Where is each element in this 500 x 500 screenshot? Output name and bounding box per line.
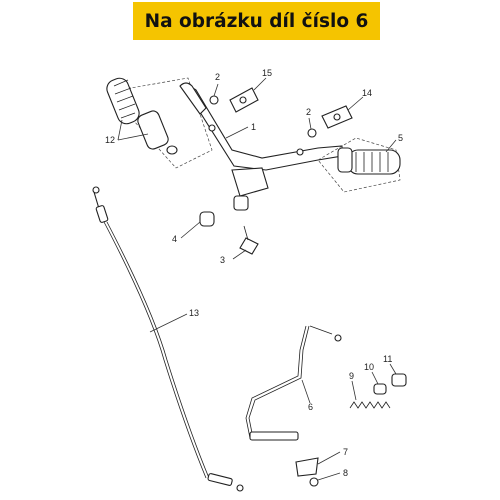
spring-assembly <box>349 373 407 409</box>
callout-5: 5 <box>398 133 403 143</box>
callout-12: 12 <box>105 135 115 145</box>
callout-6: 6 <box>308 402 313 412</box>
throttle-cable <box>92 186 244 492</box>
callout-4: 4 <box>172 234 177 244</box>
callout-11: 11 <box>383 354 392 364</box>
callout-15: 15 <box>262 68 272 78</box>
title-banner: Na obrázku díl číslo 6 <box>133 2 380 40</box>
small-parts <box>209 87 353 138</box>
callout-2: 2 <box>215 72 220 82</box>
callout-1: 1 <box>251 122 256 132</box>
callout-13: 13 <box>189 308 199 318</box>
holder-bolt <box>199 211 259 255</box>
callout-3: 3 <box>220 255 225 265</box>
callout-7: 7 <box>343 447 348 457</box>
callout-9: 9 <box>349 371 354 381</box>
callout-lines <box>117 77 397 481</box>
bracket-screw <box>295 457 319 487</box>
callout-10: 10 <box>364 362 374 372</box>
left-grip <box>106 77 213 169</box>
callout-labels: 1 2 2 3 4 5 6 7 8 9 10 11 12 13 14 15 <box>105 68 403 478</box>
cable-part-6 <box>245 325 342 441</box>
callout-2-right: 2 <box>306 107 311 117</box>
right-grip <box>317 137 401 193</box>
handlebar <box>179 82 343 211</box>
banner-title: Na obrázku díl číslo 6 <box>144 10 369 32</box>
callout-14: 14 <box>362 88 372 98</box>
callout-8: 8 <box>343 468 348 478</box>
